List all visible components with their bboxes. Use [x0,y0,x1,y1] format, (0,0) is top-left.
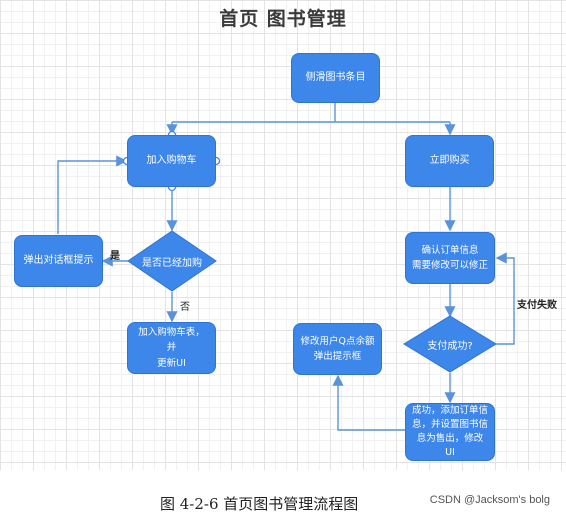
decision-pay-success-label: 支付成功? [427,340,473,352]
node-browse: 侧滑图书条目 [291,53,380,103]
edge-success-modify [332,374,405,431]
edge-label-pay-fail: 支付失败 [517,300,557,311]
node-dialog: 弹出对话框提示 [14,235,103,287]
diagram-title: 首页 图书管理 [219,8,347,30]
node-buy-now: 立即购买 [405,135,494,187]
figure-caption: 图 4-2-6 首页图书管理流程图 [160,495,359,513]
node-modify-balance: 修改用户Q点余额 弹出提示框 [293,323,382,375]
node-add-cart: 加入购物车 [127,135,216,187]
node-success-update: 成功，添加订单信 息，并设置图书信 息为售出，修改UI [405,403,495,461]
node-add-to-table: 加入购物车表，并 更新UI [127,322,216,374]
flow-connectors [57,103,515,431]
decision-is-added-label: 是否已经加购 [142,257,202,269]
node-confirm-order: 确认订单信息 需要修改可以修正 [405,232,495,284]
watermark: CSDN @Jacksom's bolg [429,494,550,506]
edge-pay-fail [495,252,515,345]
decision-pay-success [403,315,497,373]
edge-dialog-back [57,155,128,234]
edge-label-no: 否 [180,302,190,313]
edge-label-yes: 是 [110,251,120,262]
decision-is-added [127,230,217,292]
